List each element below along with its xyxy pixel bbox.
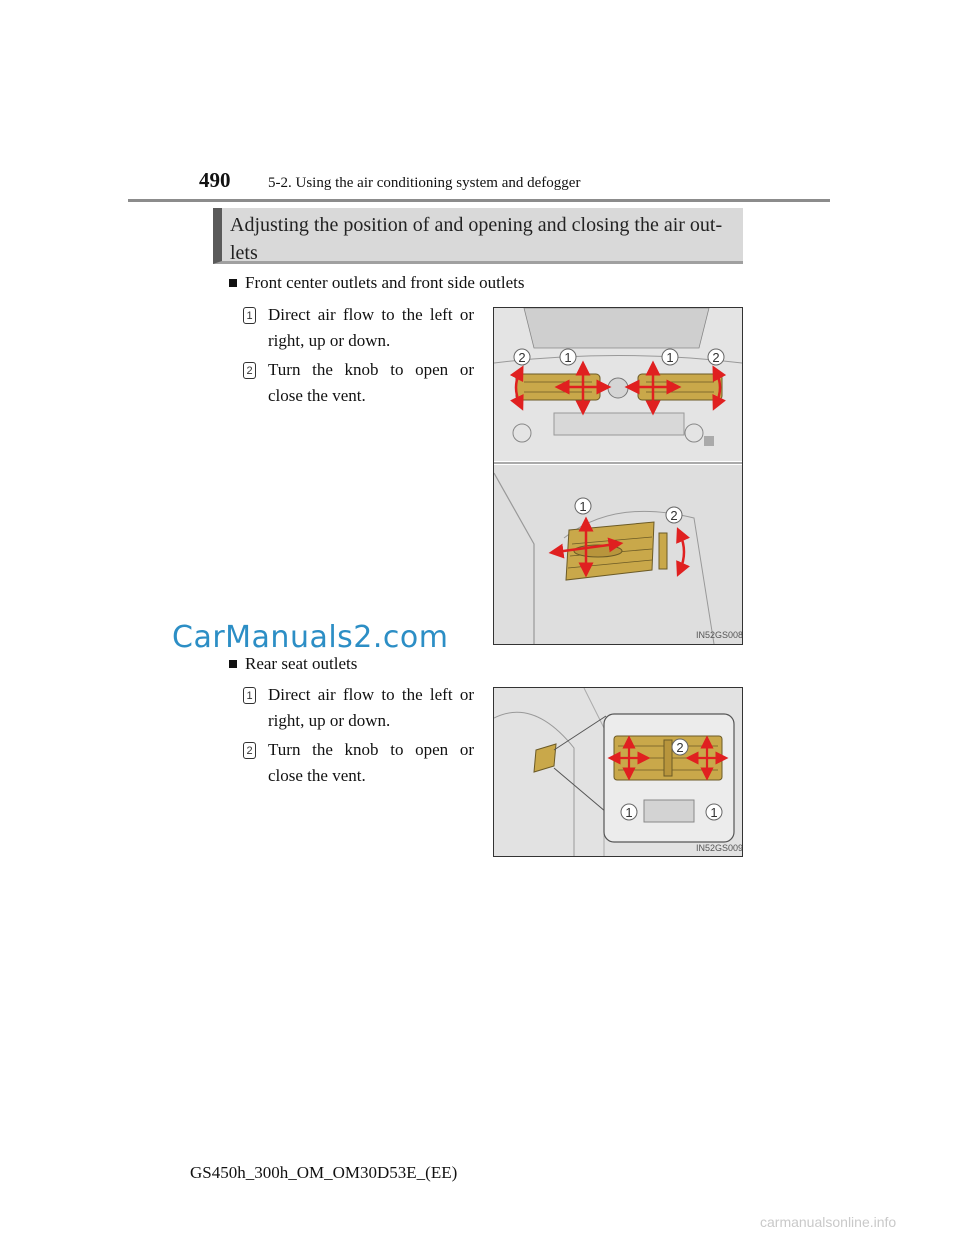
front-subheading-text: Front center outlets and front side outl… <box>245 273 525 292</box>
step-number-badge: 1 <box>243 687 256 704</box>
front-step-2-text: Turn the knob to open or close the vent. <box>268 360 474 405</box>
step-number-badge: 2 <box>243 362 256 379</box>
front-subheading: Front center outlets and front side outl… <box>229 273 525 293</box>
rear-subheading-text: Rear seat outlets <box>245 654 358 673</box>
figure-code: IN52GS008 <box>696 630 742 640</box>
rear-step-2-text: Turn the knob to open or close the vent. <box>268 740 474 785</box>
section-title: 5-2. Using the air conditioning system a… <box>268 175 581 191</box>
callout-label: 2 <box>518 350 525 365</box>
section-heading: Adjusting the position of and opening an… <box>230 214 723 264</box>
rear-step-1-text: Direct air flow to the left or right, up… <box>268 685 474 730</box>
rear-outlets-illustration: 2 1 1 IN52GS009 <box>493 687 743 857</box>
callout-label: 1 <box>579 499 586 514</box>
bullet-square-icon <box>229 279 237 287</box>
step-number-badge: 2 <box>243 742 256 759</box>
callout-label: 1 <box>666 350 673 365</box>
callout-label: 2 <box>676 740 683 755</box>
callout-label: 1 <box>710 805 717 820</box>
figure-code: IN52GS009 <box>696 843 742 853</box>
rear-subheading: Rear seat outlets <box>229 654 357 674</box>
page-number: 490 <box>199 168 231 192</box>
section-heading-box: Adjusting the position of and opening an… <box>213 208 743 264</box>
header-rule <box>128 199 830 202</box>
site-watermark: CarManuals2.com <box>172 620 449 655</box>
callout-label: 2 <box>670 508 677 523</box>
callout-label: 1 <box>564 350 571 365</box>
bullet-square-icon <box>229 660 237 668</box>
step-number-badge: 1 <box>243 307 256 324</box>
callout-label: 2 <box>712 350 719 365</box>
front-outlets-drawing: 2 1 1 2 1 2 IN52GS008 <box>494 308 742 644</box>
bottom-watermark: carmanualsonline.info <box>760 1214 897 1230</box>
front-outlets-illustration: 2 1 1 2 1 2 IN52GS008 <box>493 307 743 645</box>
footer-document-code: GS450h_300h_OM_OM30D53E_(EE) <box>190 1163 458 1182</box>
rear-outlets-drawing: 2 1 1 IN52GS009 <box>494 688 742 856</box>
callout-label: 1 <box>625 805 632 820</box>
front-step-1-text: Direct air flow to the left or right, up… <box>268 305 474 350</box>
